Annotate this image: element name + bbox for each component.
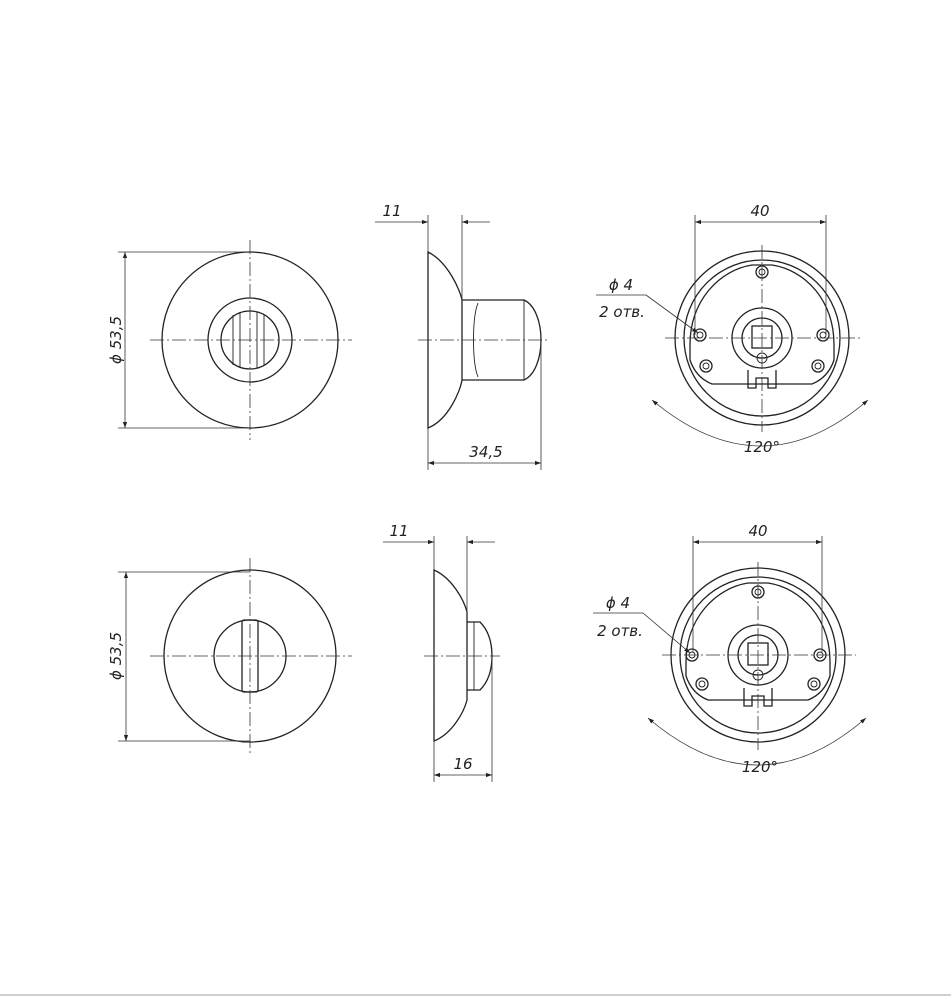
- hole-count-label-bottom: 2 отв.: [597, 622, 643, 640]
- angle-dim-bottom: 120°: [647, 717, 867, 776]
- depth-dim-bottom: 11: [383, 522, 495, 612]
- depth-label-bottom: 11: [389, 522, 408, 540]
- hole-callout-bottom: ϕ 4 2 отв.: [593, 594, 691, 654]
- diameter-label-top: ϕ 53,5: [107, 316, 125, 364]
- diameter-label-bottom: ϕ 53,5: [107, 632, 125, 680]
- hole-dia-label-bottom: ϕ 4: [606, 594, 630, 612]
- diameter-dim-bottom: ϕ 53,5: [107, 571, 250, 742]
- length-dim-top: 34,5: [427, 340, 542, 470]
- depth-label-top: 11: [382, 202, 401, 220]
- diameter-dim-top: ϕ 53,5: [107, 251, 250, 429]
- width-dim-bottom: 40: [692, 522, 823, 652]
- length-label-top: 34,5: [469, 443, 502, 461]
- bottom-divider: [0, 994, 951, 996]
- angle-label-bottom: 120°: [742, 758, 778, 776]
- angle-dim-top: 120°: [651, 399, 869, 456]
- width-dim-top: 40: [694, 202, 827, 335]
- width-label-bottom: 40: [748, 522, 767, 540]
- angle-label-top: 120°: [744, 438, 780, 456]
- depth-dim-top: 11: [375, 202, 490, 300]
- back-view-top: [665, 245, 860, 432]
- length-dim-bottom: 16: [433, 656, 493, 782]
- length-label-bottom: 16: [453, 755, 472, 773]
- front-view-top: [150, 240, 352, 440]
- side-view-top: [418, 250, 548, 429]
- hole-dia-label-top: ϕ 4: [609, 276, 633, 294]
- back-view-bottom: [662, 562, 856, 750]
- front-view-bottom: [150, 558, 352, 754]
- hole-callout-top: ϕ 4 2 отв.: [596, 276, 699, 334]
- side-view-bottom: [424, 568, 500, 742]
- hole-count-label-top: 2 отв.: [599, 303, 645, 321]
- width-label-top: 40: [750, 202, 769, 220]
